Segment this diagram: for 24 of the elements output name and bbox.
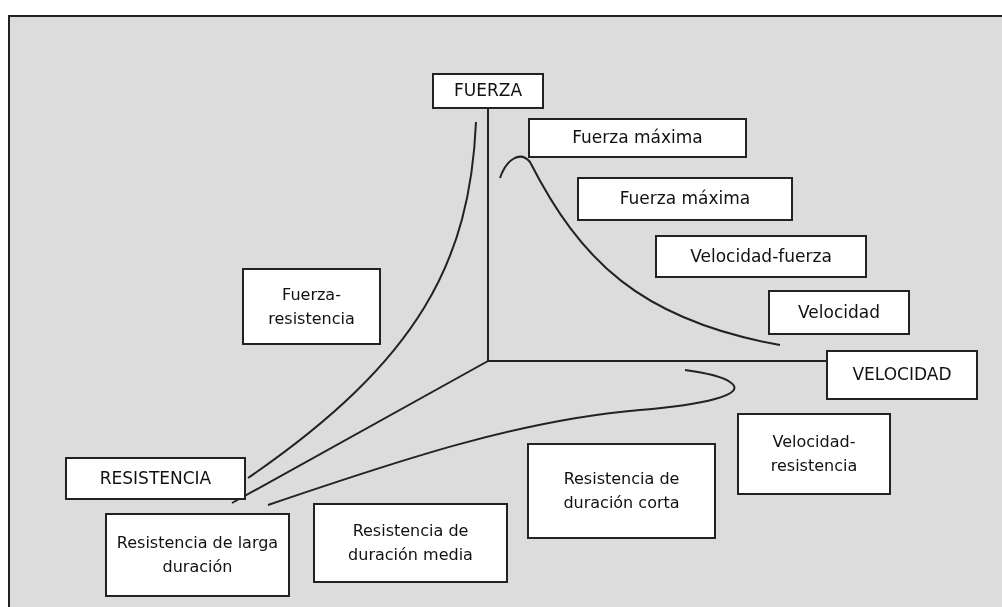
label-box: [768, 290, 910, 335]
box-text: Velocidad: [798, 300, 880, 324]
box-text: Fuerza- resistencia: [267, 283, 356, 330]
label-box: [65, 457, 246, 500]
box-text: Velocidad- resistencia: [769, 431, 859, 477]
label-box: [577, 177, 793, 221]
box-text: Velocidad-fuerza: [690, 244, 832, 268]
label-box: [105, 513, 290, 597]
label-box: [313, 503, 508, 583]
label-box: [826, 350, 978, 400]
label-box: [528, 118, 747, 158]
box-text: RESISTENCIA: [99, 466, 212, 490]
label-box: [432, 73, 544, 109]
box-text: VELOCIDAD: [852, 363, 952, 387]
box-text: FUERZA: [453, 79, 523, 103]
box-text: Fuerza máxima: [572, 126, 703, 150]
label-box: [527, 443, 716, 539]
label-box: [655, 235, 867, 278]
box-text: Resistencia de duración media: [347, 520, 474, 566]
label-box: [242, 268, 381, 345]
box-text: Resistencia de larga duración: [115, 532, 280, 578]
box-text: Fuerza máxima: [619, 187, 751, 211]
box-text: Resistencia de duración corta: [562, 468, 681, 514]
label-box: [737, 413, 891, 495]
